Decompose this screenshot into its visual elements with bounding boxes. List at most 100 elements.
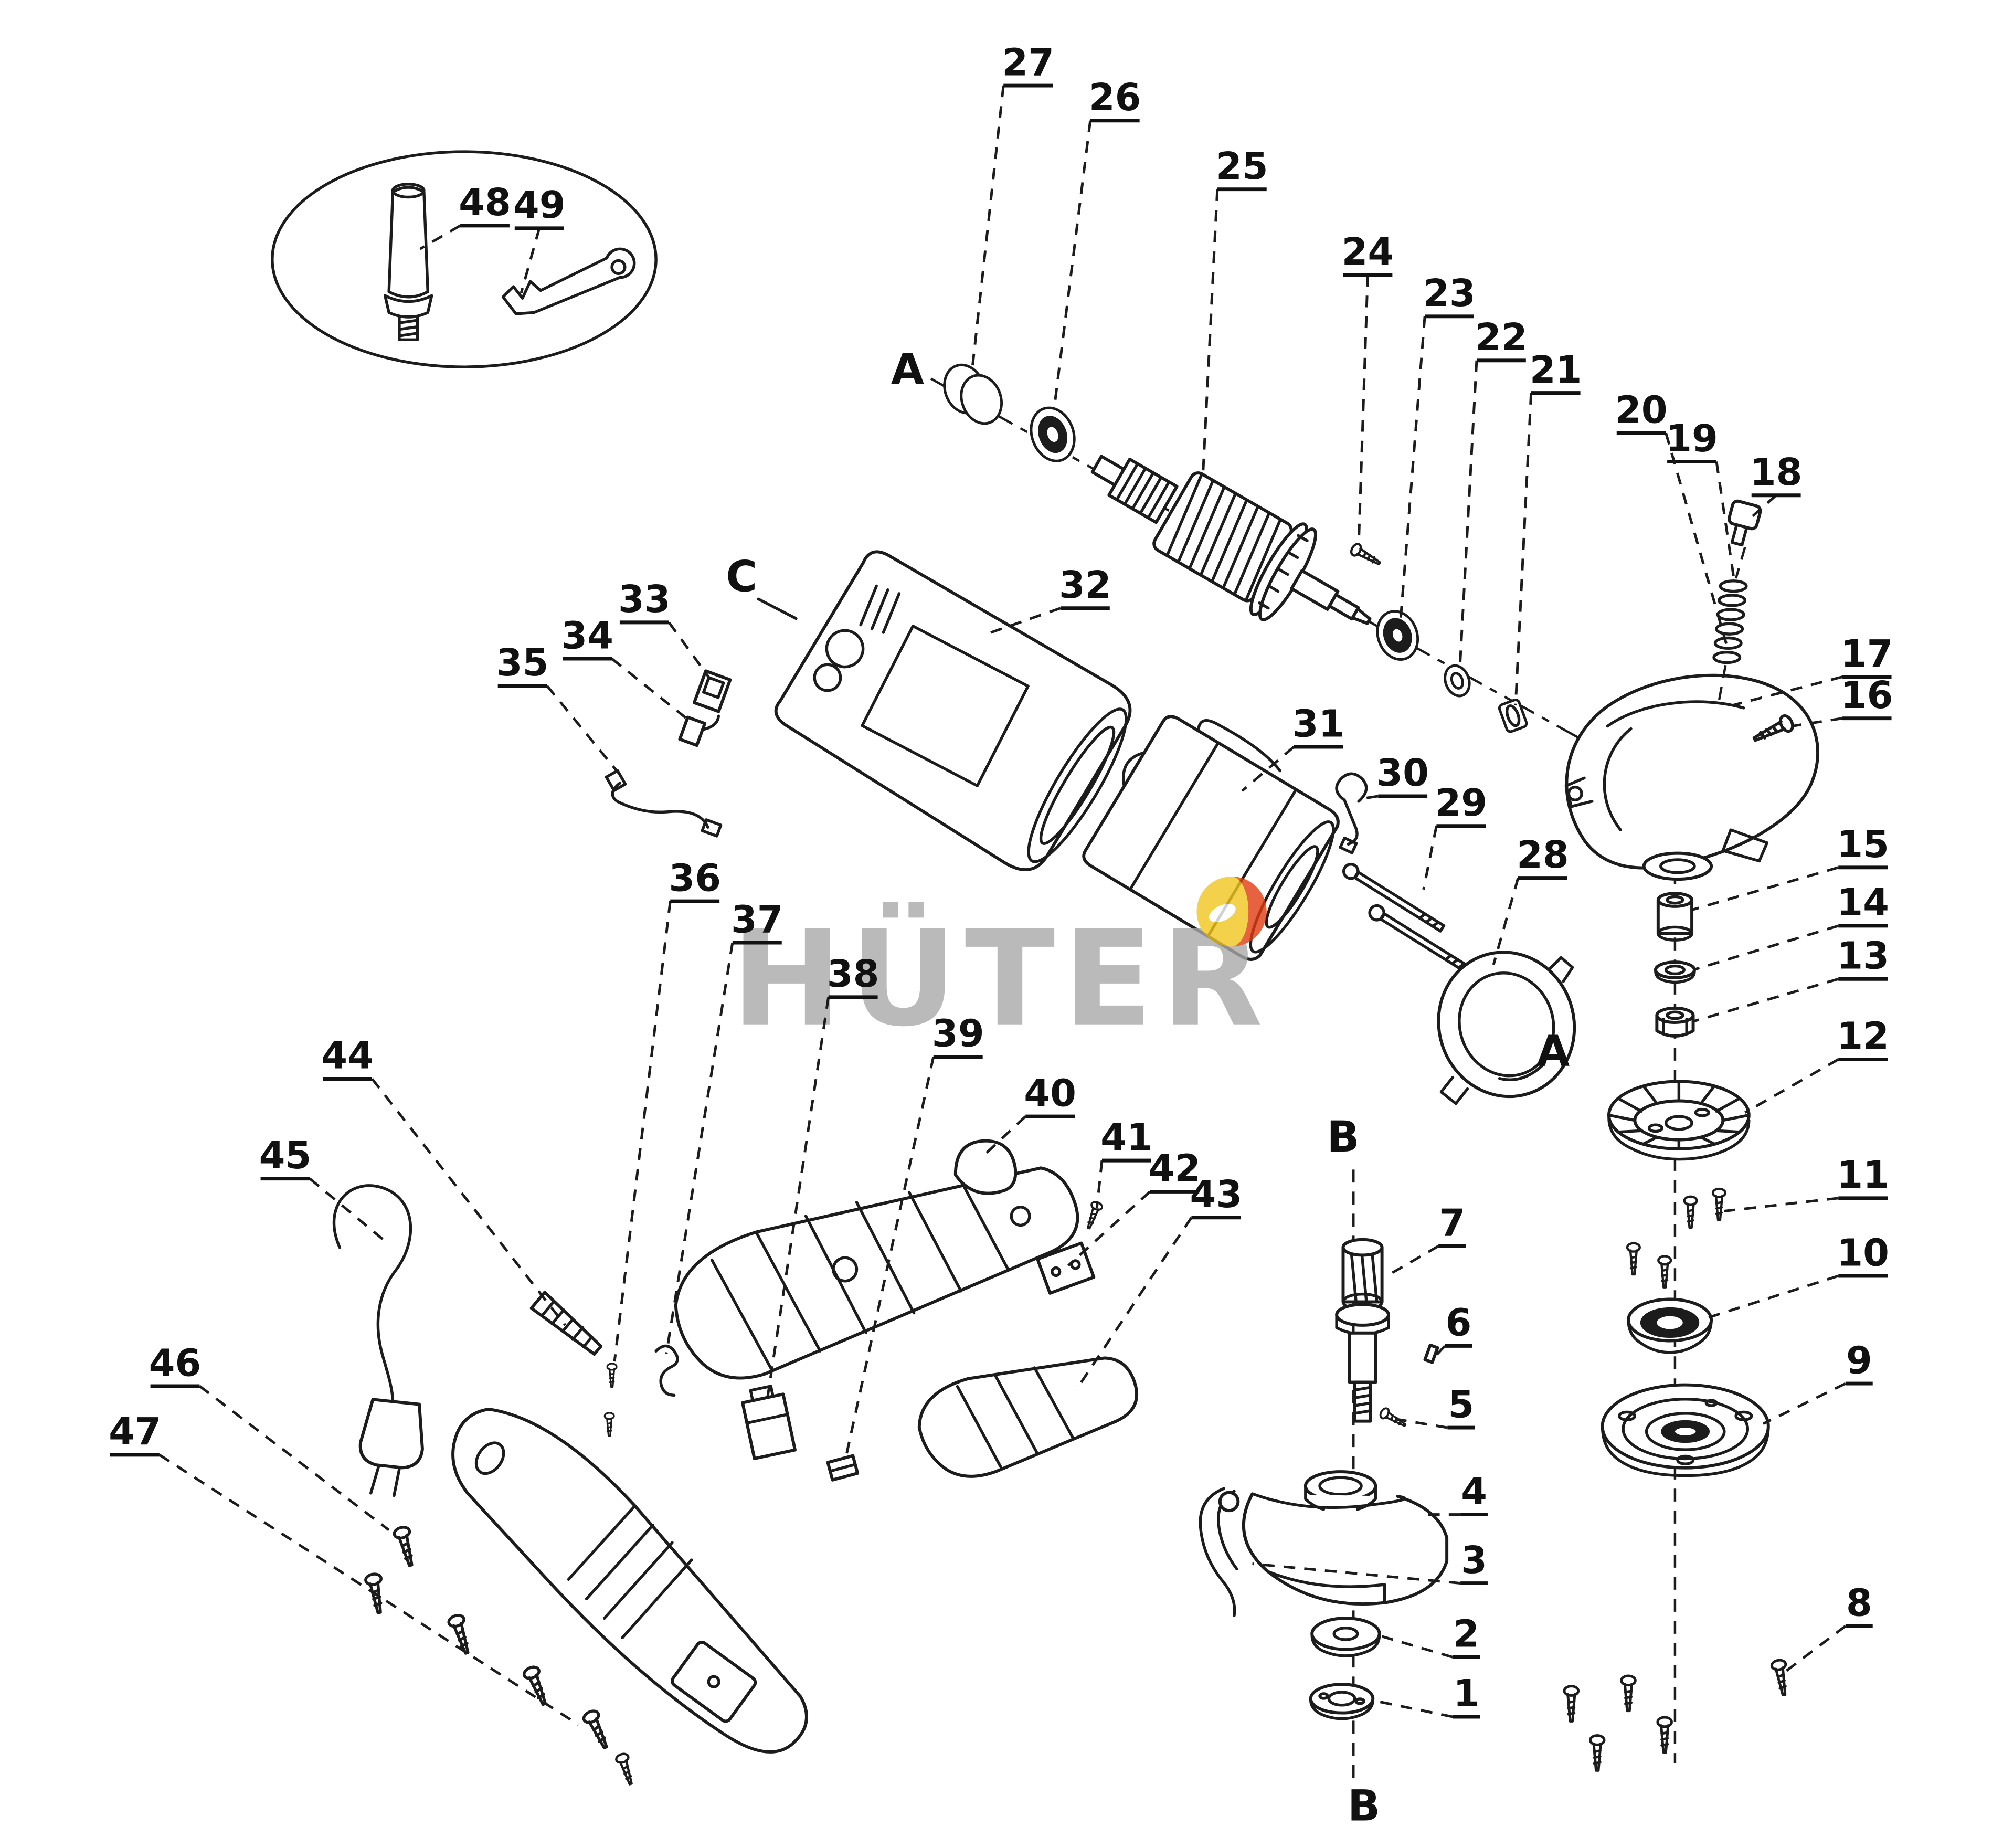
- part-number-38: 38: [827, 952, 879, 996]
- part-label-12: 12: [1744, 1015, 1889, 1114]
- part-label-1: 1: [1376, 1672, 1480, 1719]
- part-label-26: 26: [1053, 76, 1141, 410]
- part-label-35: 35: [496, 641, 620, 774]
- leader-line-31: [1241, 746, 1295, 792]
- part-label-46: 46: [149, 1341, 390, 1532]
- part-number-7: 7: [1439, 1201, 1465, 1244]
- leader-line-39: [844, 1056, 935, 1461]
- part-number-13: 13: [1837, 934, 1889, 977]
- part-label-17: 17: [1732, 632, 1893, 707]
- part-33-brush-holder-drawing: [693, 669, 732, 713]
- part-43-housing-cover-drawing: [917, 1356, 1139, 1478]
- part-number-18: 18: [1750, 450, 1803, 494]
- part-number-37: 37: [731, 897, 783, 941]
- part-39-housing-half-drawing: [674, 1166, 1079, 1380]
- part-number-31: 31: [1292, 702, 1345, 745]
- part-number-11: 11: [1837, 1153, 1889, 1197]
- leader-line-14: [1692, 924, 1839, 971]
- part-label-25: 25: [1202, 144, 1268, 472]
- part-1-clamp-nut-drawing: [1309, 1683, 1375, 1720]
- part-number-49: 49: [513, 183, 566, 227]
- part-number-29: 29: [1435, 781, 1487, 825]
- part-44-cord-guard-drawing: [529, 1291, 603, 1356]
- watermark-text: HÜTER: [731, 902, 1270, 1056]
- accessories-inset: [271, 150, 658, 368]
- part-number-15: 15: [1837, 822, 1889, 866]
- leader-line-15: [1690, 866, 1839, 912]
- part-number-22: 22: [1475, 315, 1528, 359]
- part-9-flange-drawing: [1601, 1383, 1770, 1477]
- part-number-19: 19: [1666, 417, 1718, 460]
- part-5-screw-drawing: [1377, 1406, 1409, 1431]
- part-11-screws-drawing: [1627, 1189, 1725, 1287]
- watermark-logo-crescent: [1232, 877, 1267, 947]
- part-label-38: 38: [766, 952, 879, 1398]
- part-label-45: 45: [259, 1134, 387, 1243]
- part-45-cord-drawing: [332, 1184, 412, 1405]
- leader-line-10: [1708, 1274, 1839, 1319]
- leader-line-20: [1665, 432, 1729, 647]
- part-number-23: 23: [1423, 271, 1476, 315]
- part-40-cover-dome-drawing: [953, 1139, 1018, 1195]
- part-label-3: 3: [1252, 1538, 1488, 1585]
- part-label-10: 10: [1708, 1231, 1889, 1319]
- part-35-wire-drawing: [605, 769, 723, 838]
- part-number-30: 30: [1376, 751, 1429, 795]
- part-37-clip-drawing: [654, 1344, 679, 1397]
- section-marker-c-1: C: [726, 552, 757, 602]
- part-label-18: 18: [1750, 450, 1803, 518]
- part-number-16: 16: [1841, 673, 1893, 717]
- part-17-gear-head-drawing: [1564, 673, 1819, 881]
- part-label-15: 15: [1690, 822, 1889, 912]
- leader-line-29: [1422, 826, 1438, 890]
- part-label-29: 29: [1422, 781, 1487, 890]
- part-label-24: 24: [1342, 230, 1394, 545]
- part-number-10: 10: [1837, 1231, 1889, 1274]
- leader-line-21: [1514, 393, 1533, 706]
- leader-line-8: [1783, 1625, 1847, 1674]
- part-13-nut-drawing: [1655, 1006, 1695, 1038]
- part-32-motor-housing-drawing: [774, 550, 1132, 871]
- part-number-17: 17: [1841, 632, 1893, 675]
- leader-line-11: [1724, 1197, 1839, 1212]
- part-number-43: 43: [1190, 1173, 1243, 1216]
- part-label-13: 13: [1691, 934, 1889, 1023]
- part-8-screws-drawing: [1564, 1659, 1791, 1770]
- leader-line-26: [1053, 120, 1092, 410]
- part-30-lead-wire-drawing: [1335, 772, 1368, 854]
- part-label-39: 39: [844, 1012, 984, 1461]
- leader-line-48: [419, 224, 461, 250]
- leader-line-45: [309, 1177, 387, 1243]
- part-label-21: 21: [1514, 348, 1582, 706]
- leader-line-13: [1691, 977, 1839, 1023]
- part-2-inner-flange-drawing: [1310, 1617, 1381, 1657]
- leader-line-49: [520, 228, 541, 294]
- part-46-plug-drawing: [358, 1398, 424, 1497]
- part-28-baffle-drawing: [1437, 951, 1576, 1105]
- leader-line-41: [1095, 1160, 1104, 1209]
- part-label-28: 28: [1492, 833, 1569, 965]
- leader-line-18: [1752, 494, 1777, 518]
- leader-line-38: [766, 997, 830, 1398]
- part-label-19: 19: [1666, 417, 1736, 584]
- part-number-9: 9: [1846, 1338, 1872, 1382]
- marker-c-pointer: [757, 597, 798, 620]
- leader-line-1: [1376, 1699, 1453, 1718]
- part-number-47: 47: [109, 1410, 161, 1453]
- part-label-11: 11: [1724, 1153, 1889, 1212]
- lock-button-axis: [1734, 546, 1746, 579]
- part-15-sleeve-drawing: [1656, 892, 1694, 942]
- part-42-plate-drawing: [1036, 1241, 1096, 1295]
- part-label-27: 27: [971, 40, 1054, 368]
- part-31-stator-drawing: [1082, 715, 1340, 961]
- part-handle-housing-drawing: [451, 1407, 808, 1754]
- part-label-43: 43: [1075, 1173, 1243, 1391]
- part-number-6: 6: [1445, 1301, 1471, 1345]
- part-number-40: 40: [1024, 1071, 1076, 1115]
- leader-line-27: [971, 85, 1005, 368]
- leader-line-37: [665, 942, 734, 1354]
- part-number-4: 4: [1461, 1470, 1487, 1513]
- part-label-37: 37: [665, 897, 783, 1354]
